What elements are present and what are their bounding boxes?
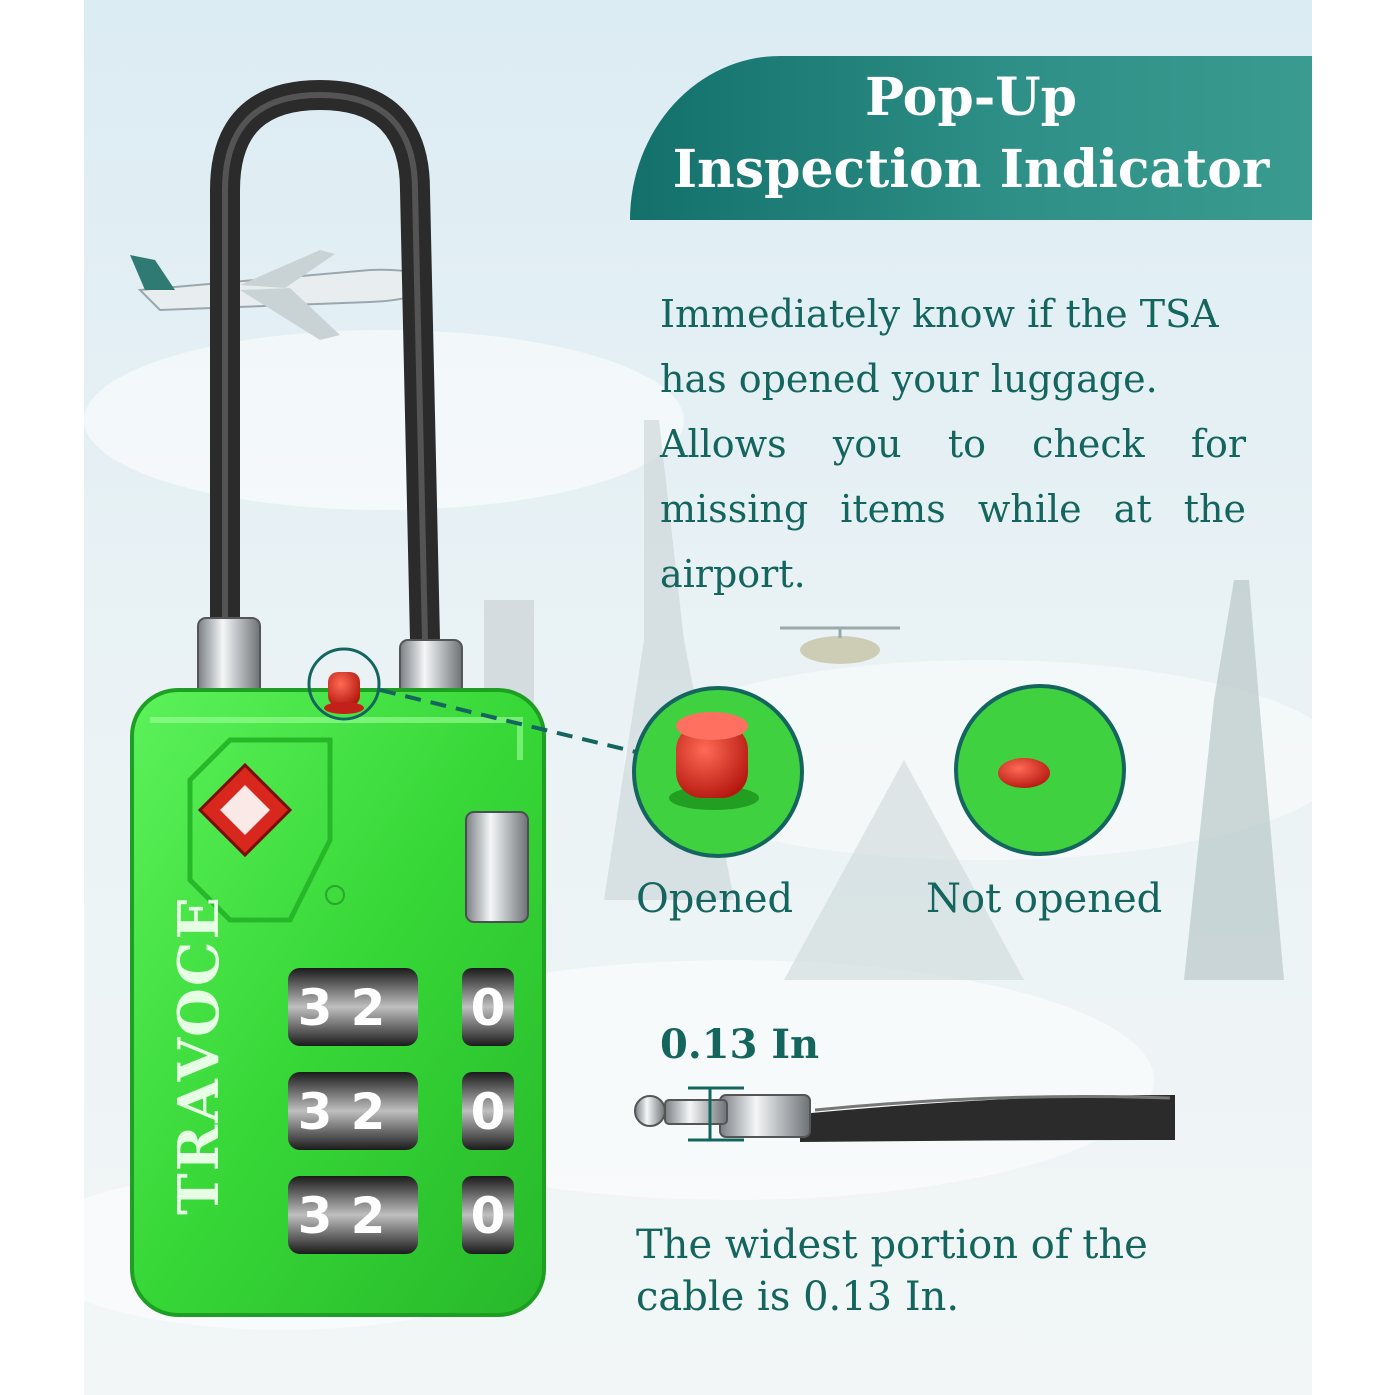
dial-digit: 3 <box>298 1083 333 1141</box>
dial-digit: 0 <box>471 979 506 1037</box>
indicator-pointer-line <box>379 688 637 754</box>
opened-indicator-zoom <box>632 686 804 858</box>
brand-name: TRAVOCE <box>166 895 232 1215</box>
helicopter-icon <box>780 626 900 664</box>
description-word: the <box>1183 487 1246 531</box>
release-button <box>465 811 529 923</box>
dial-digit: 2 <box>351 1187 386 1245</box>
not-opened-indicator-zoom <box>954 684 1126 856</box>
title-line-1: Pop-Up <box>864 67 1078 128</box>
description-word: while <box>977 487 1082 531</box>
description-line-4: missing items while at the <box>660 487 1246 531</box>
description-word: to <box>947 422 986 466</box>
dial-digit: 0 <box>471 1187 506 1245</box>
lock-indicator-pin <box>328 672 360 706</box>
dial-digit: 2 <box>351 1083 386 1141</box>
not-opened-label: Not opened <box>926 876 1163 922</box>
cable-measurement: 0.13 In <box>660 1021 820 1068</box>
title-line-2: Inspection Indicator <box>672 139 1270 200</box>
description-word: you <box>832 422 902 466</box>
cable-note-line-2: cable is 0.13 In. <box>636 1274 960 1320</box>
title-block: Pop-Up Inspection Indicator <box>630 0 1312 230</box>
dial-digit: 2 <box>351 979 386 1037</box>
title-banner <box>630 56 1312 220</box>
description-line-1: Immediately know if the TSA <box>660 292 1219 336</box>
cable-note-line-1: The widest portion of the <box>636 1222 1148 1268</box>
description-word: missing <box>660 487 809 531</box>
description-line-3: Allows you to check for <box>660 422 1246 466</box>
description-word: items <box>840 487 946 531</box>
combination-dials <box>288 968 514 1254</box>
description-word: for <box>1190 422 1246 466</box>
opened-label: Opened <box>636 876 794 922</box>
dial-digit: 0 <box>471 1083 506 1141</box>
dial-digit: 3 <box>298 979 333 1037</box>
description-word: Allows <box>660 422 787 466</box>
description-line-5: airport. <box>660 552 806 596</box>
description-line-2: has opened your luggage. <box>660 357 1158 401</box>
cable-end-illustration <box>634 1086 1175 1142</box>
description-word: at <box>1113 487 1152 531</box>
dial-digit: 3 <box>298 1187 333 1245</box>
description-word: check <box>1032 422 1145 466</box>
